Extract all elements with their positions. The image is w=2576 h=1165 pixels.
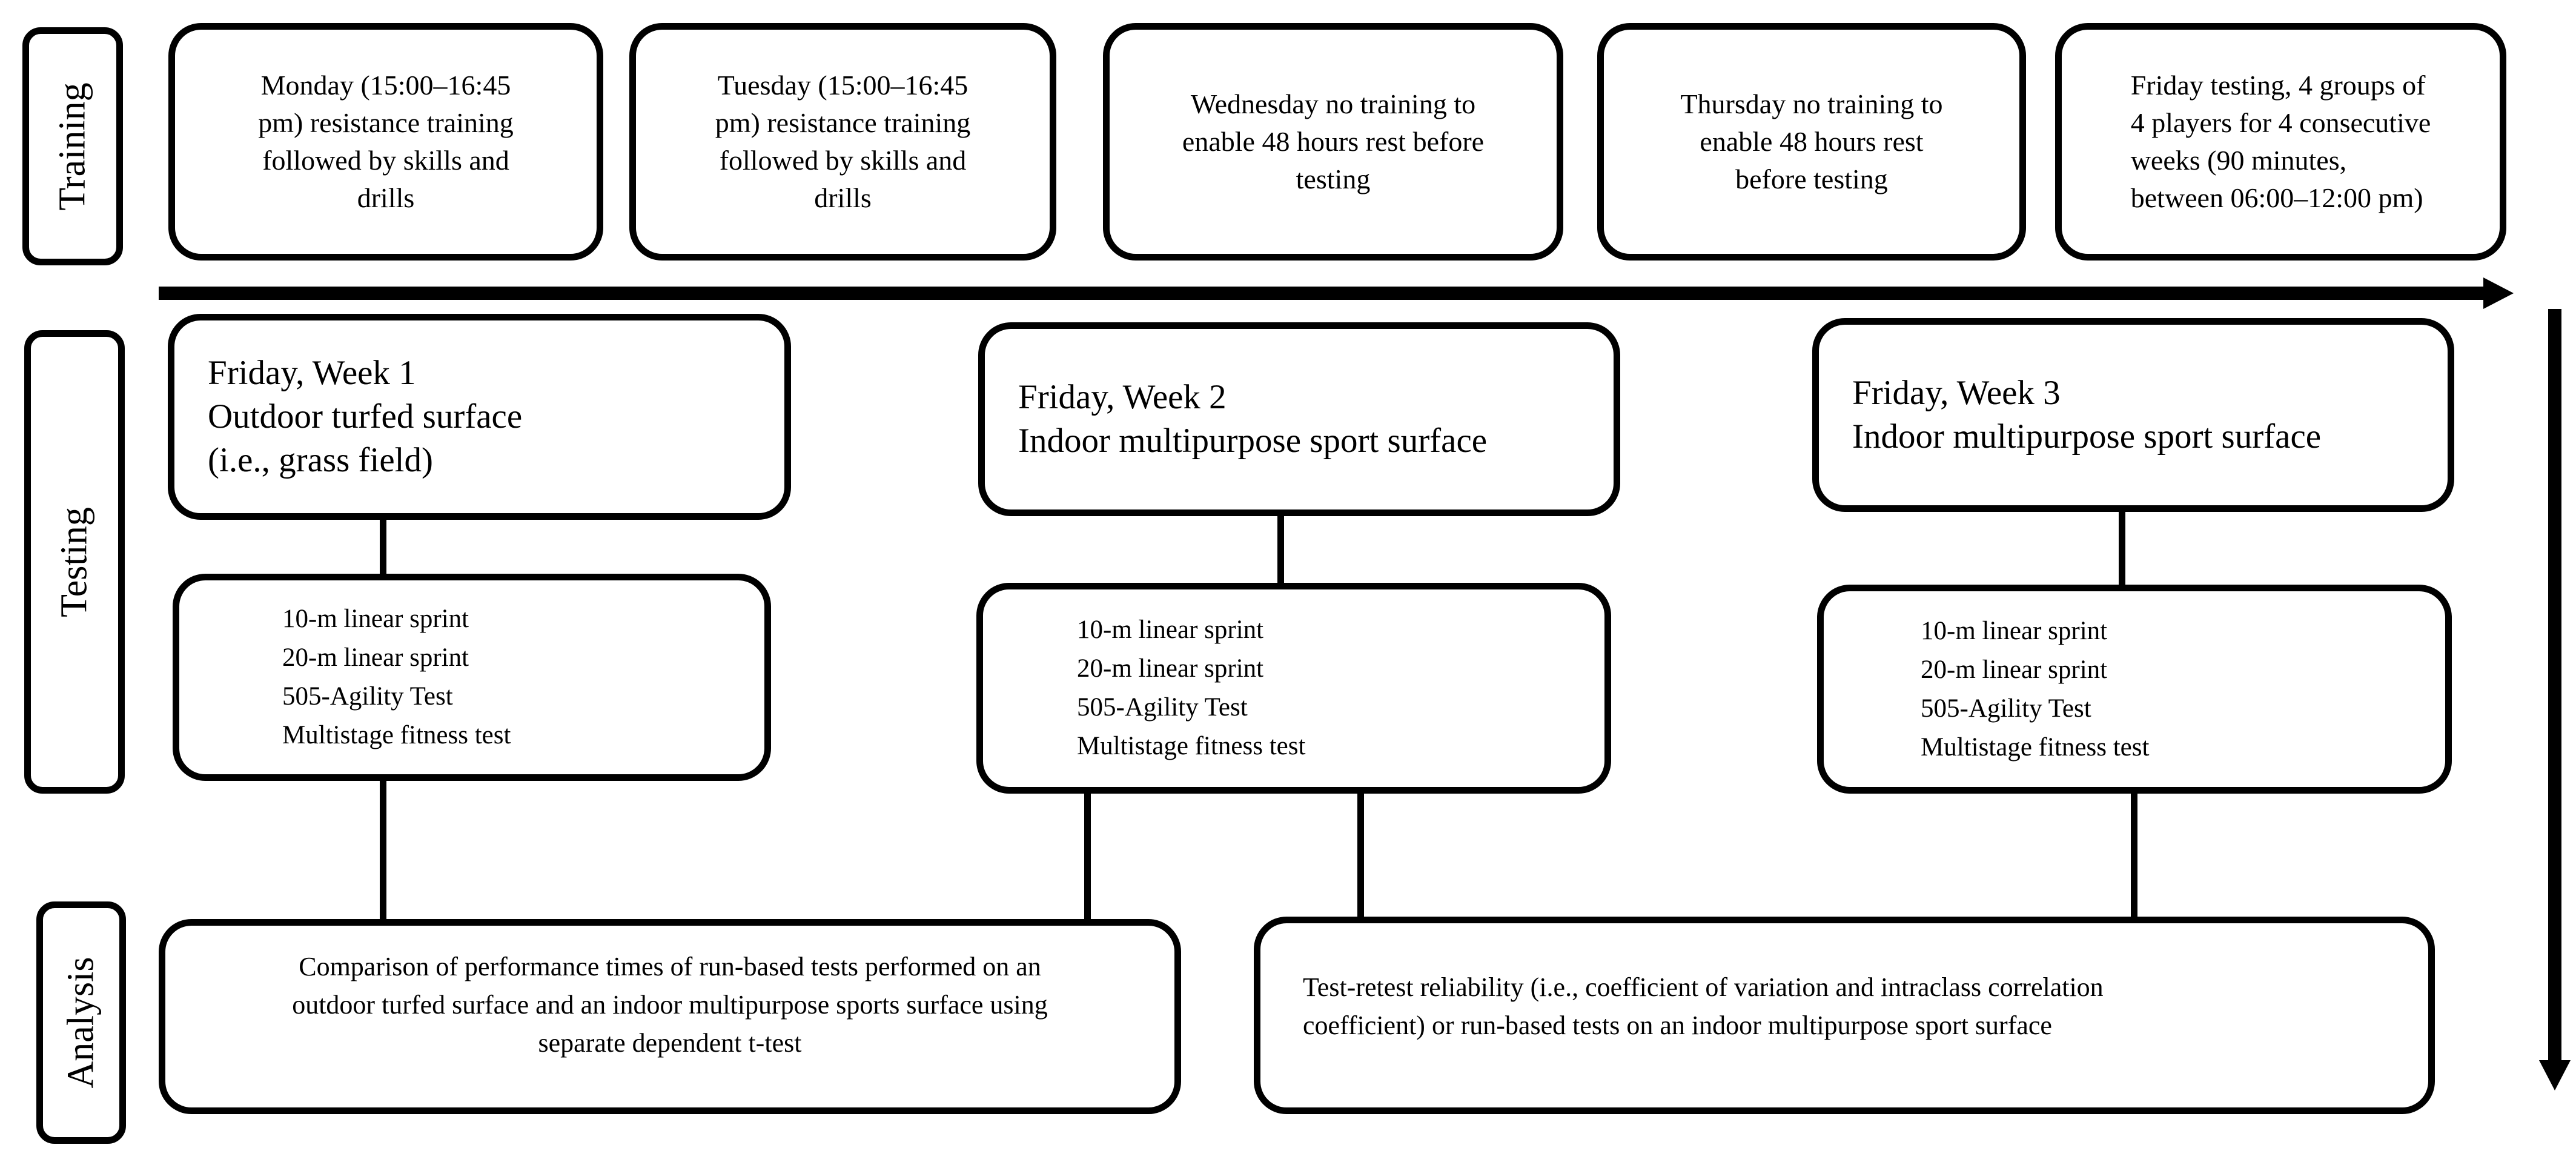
tests-list-week1: 10-m linear sprint 20-m linear sprint 50… (282, 605, 511, 749)
analysis-box-reliability: Test-retest reliability (i.e., coefficie… (1254, 917, 2435, 1114)
analysis-label-box: Analysis (36, 901, 126, 1144)
training-box-tuesday: Tuesday (15:00–16:45 pm) resistance trai… (629, 23, 1056, 261)
tests-box-week1: 10-m linear sprint 20-m linear sprint 50… (173, 574, 771, 781)
tests-list-week2: 10-m linear sprint 20-m linear sprint 50… (1077, 616, 1306, 760)
training-text-monday: Monday (15:00–16:45 pm) resistance train… (258, 70, 514, 213)
training-label-box: Training (22, 27, 123, 265)
connector-week2-title-tests (1277, 513, 1284, 585)
analysis-box-comparison: Comparison of performance times of run-b… (159, 919, 1181, 1114)
training-box-thursday: Thursday no training to enable 48 hours … (1597, 23, 2026, 261)
training-text-wednesday: Wednesday no training to enable 48 hours… (1182, 88, 1485, 194)
tests-box-week2: 10-m linear sprint 20-m linear sprint 50… (976, 583, 1611, 794)
testing-title-week3: Friday, Week 3 Indoor multipurpose sport… (1852, 374, 2322, 456)
training-text-tuesday: Tuesday (15:00–16:45 pm) resistance trai… (715, 70, 971, 213)
training-text-thursday: Thursday no training to enable 48 hours … (1680, 88, 1943, 194)
training-box-monday: Monday (15:00–16:45 pm) resistance train… (168, 23, 603, 261)
connector-week2-analysis-right (1357, 791, 1364, 921)
training-box-wednesday: Wednesday no training to enable 48 hours… (1103, 23, 1563, 261)
connector-week3-analysis (2131, 791, 2137, 921)
training-text-friday: Friday testing, 4 groups of 4 players fo… (2130, 70, 2431, 213)
analysis-text-comparison: Comparison of performance times of run-b… (292, 951, 1048, 1058)
connector-week1-analysis (380, 778, 386, 921)
testing-title-week2: Friday, Week 2 Indoor multipurpose sport… (1018, 378, 1488, 460)
testing-label-box: Testing (24, 330, 125, 794)
testing-title-box-week3: Friday, Week 3 Indoor multipurpose sport… (1812, 318, 2454, 512)
progression-arrow-head (2539, 1060, 2571, 1090)
connector-week2-analysis-left (1084, 791, 1091, 921)
tests-box-week3: 10-m linear sprint 20-m linear sprint 50… (1817, 585, 2452, 794)
training-box-friday: Friday testing, 4 groups of 4 players fo… (2055, 23, 2506, 261)
testing-title-box-week1: Friday, Week 1 Outdoor turfed surface (i… (168, 314, 791, 520)
analysis-text-reliability: Test-retest reliability (i.e., coefficie… (1303, 972, 2104, 1040)
testing-title-week1: Friday, Week 1 Outdoor turfed surface (i… (208, 354, 523, 479)
timeline-arrow-head (2483, 277, 2514, 309)
tests-list-week3: 10-m linear sprint 20-m linear sprint 50… (1921, 616, 2150, 762)
testing-title-box-week2: Friday, Week 2 Indoor multipurpose sport… (978, 322, 1620, 516)
connector-week1-title-tests (380, 517, 386, 576)
connector-week3-title-tests (2119, 509, 2125, 586)
